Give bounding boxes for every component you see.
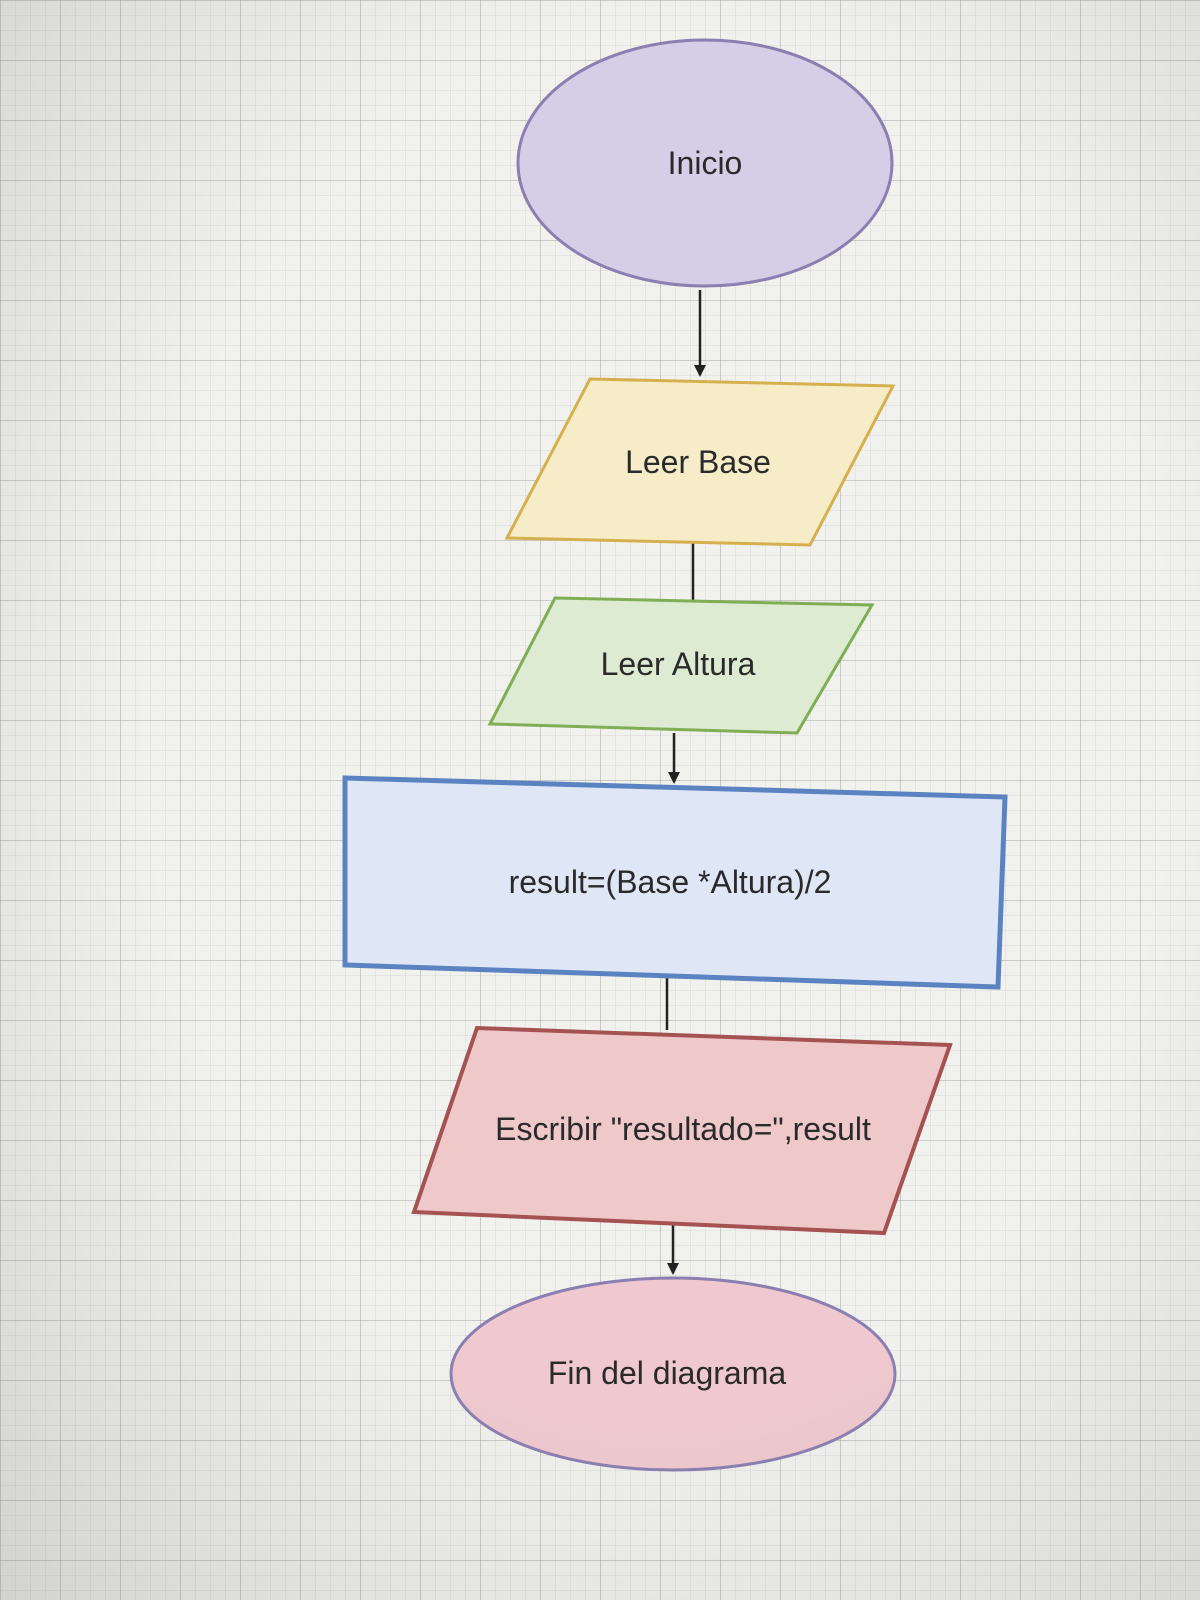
read-base-node[interactable]: Leer Base	[504, 377, 896, 547]
start-label: Inicio	[668, 145, 743, 181]
write-label: Escribir "resultado=",result	[495, 1111, 871, 1147]
compute-rectangle	[342, 775, 1008, 990]
read-base-label: Leer Base	[625, 444, 771, 480]
end-label: Fin del diagrama	[548, 1355, 787, 1391]
read-height-label: Leer Altura	[601, 646, 756, 682]
read-height-node[interactable]: Leer Altura	[487, 596, 875, 735]
write-node[interactable]: Escribir "resultado=",result	[411, 1025, 953, 1236]
write-parallelogram	[411, 1025, 953, 1236]
compute-label: result=(Base *Altura)/2	[509, 864, 832, 900]
read-base-parallelogram	[504, 377, 896, 547]
compute-node[interactable]: result=(Base *Altura)/2	[342, 775, 1008, 990]
start-node[interactable]: Inicio	[516, 38, 894, 288]
read-height-parallelogram	[487, 596, 875, 735]
end-node[interactable]: Fin del diagrama	[449, 1276, 897, 1472]
end-ellipse	[449, 1276, 897, 1472]
start-ellipse	[516, 38, 894, 288]
connectors	[665, 290, 706, 1275]
